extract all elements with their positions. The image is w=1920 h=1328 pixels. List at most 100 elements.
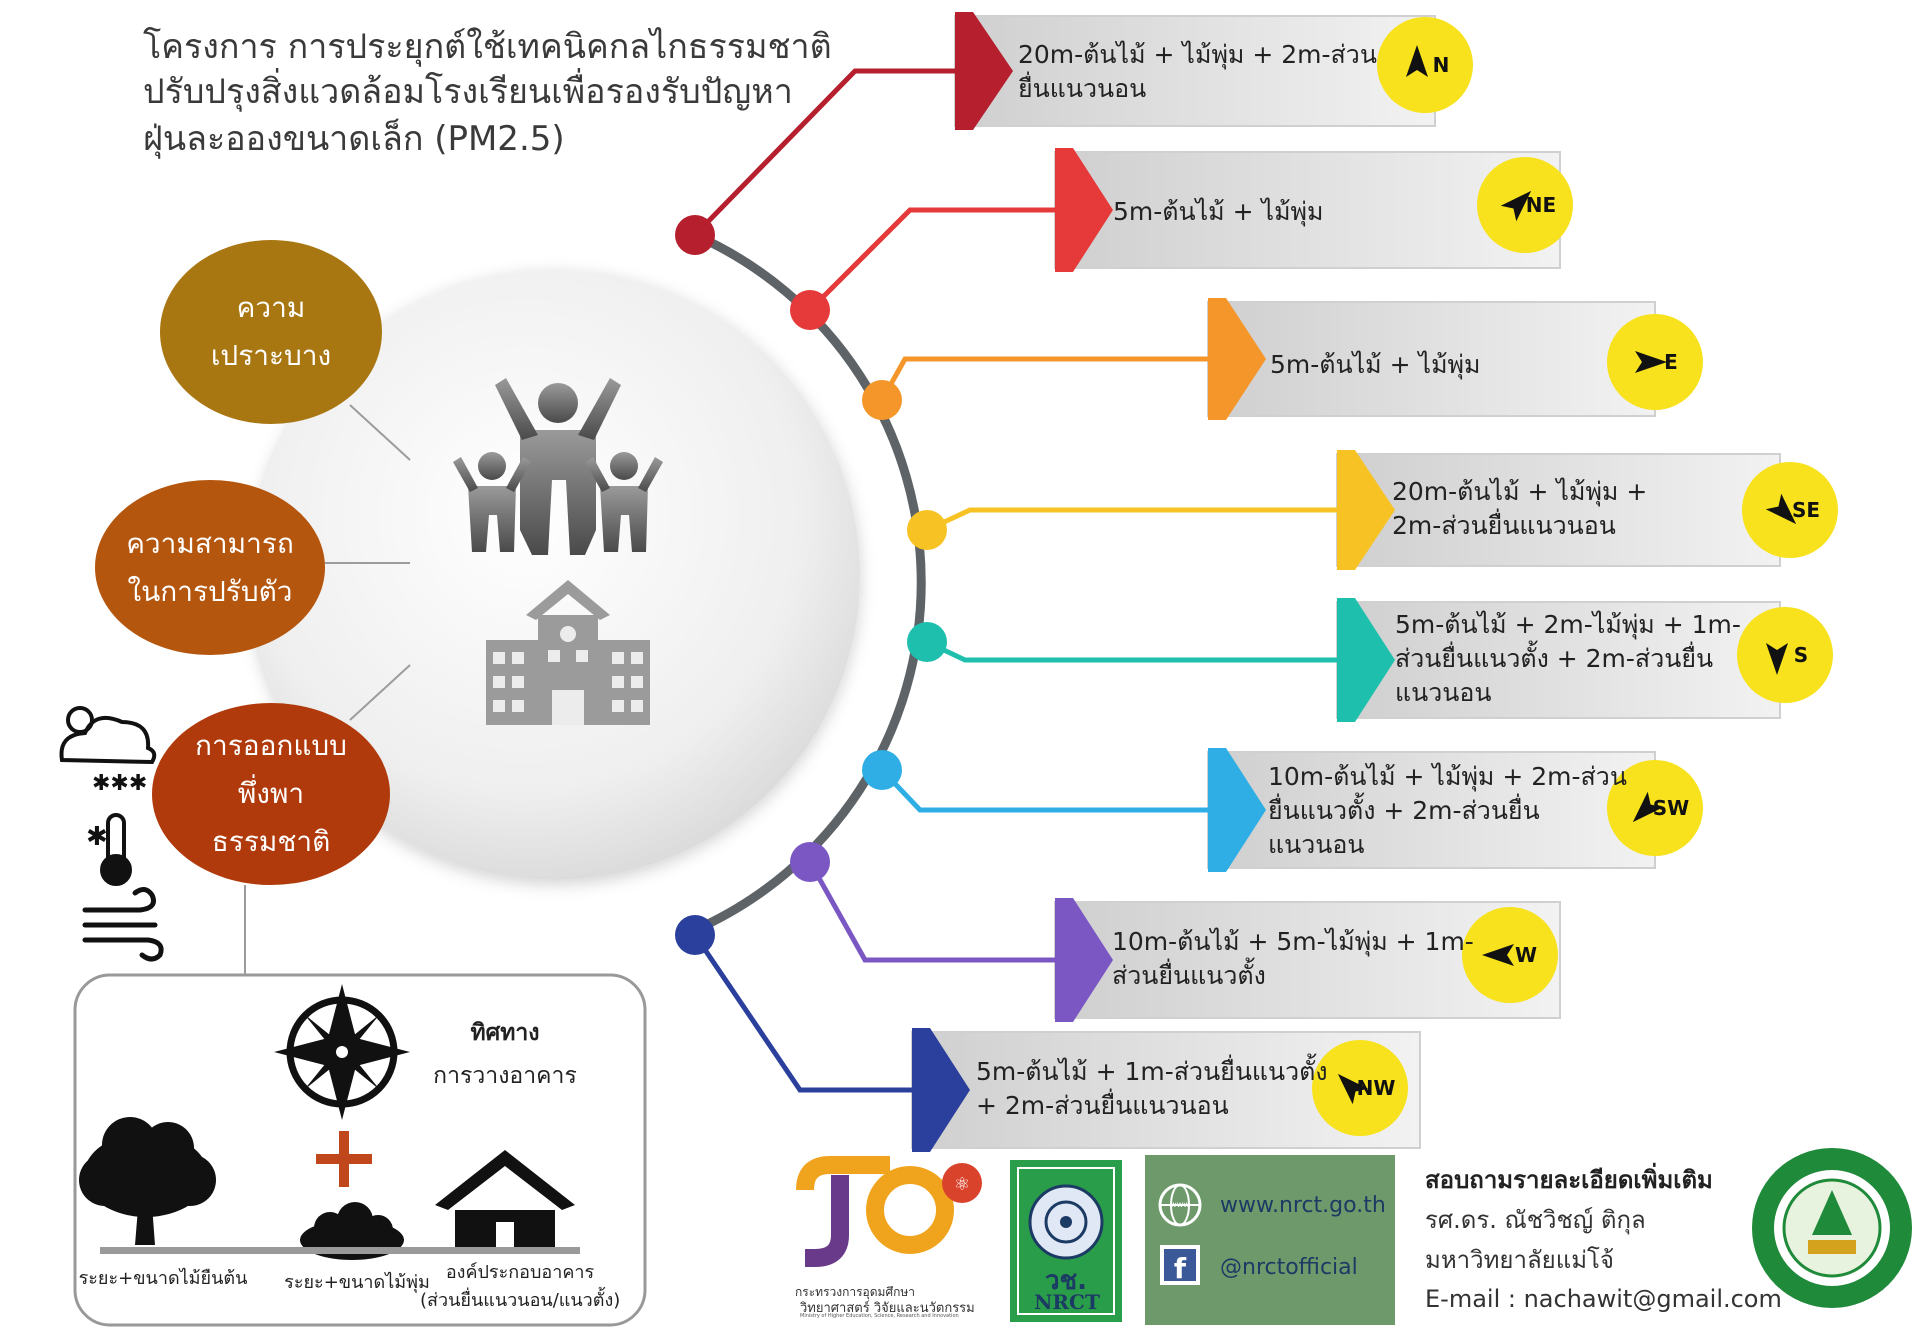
direction-arrow-shape bbox=[1500, 190, 1532, 222]
branch-text-line: 20m-ต้นไม้ + ไม้พุ่ม + 2m-ส่วน bbox=[1018, 40, 1377, 69]
title-line-1: โครงการ การประยุกต์ใช้เทคนิคกลไกธรรมชาติ bbox=[143, 27, 832, 67]
direction-label: SE bbox=[1792, 498, 1820, 522]
direction-arrow-shape bbox=[1766, 643, 1788, 675]
branch-node bbox=[675, 915, 715, 955]
nrct-website-link[interactable]: www.nrct.go.th bbox=[1220, 1193, 1386, 1218]
central-circle bbox=[250, 270, 860, 880]
ministry-name-en: Ministry of Higher Education, Science, R… bbox=[800, 1313, 959, 1319]
branch-text-line: ส่วนยื่นแนวตั้ง + 2m-ส่วนยื่น bbox=[1395, 644, 1714, 673]
concept-label-line: ในการปรับตัว bbox=[127, 574, 293, 608]
nrct-facebook-link[interactable]: @nrctofficial bbox=[1220, 1255, 1358, 1280]
branch-arrow-tab bbox=[1055, 898, 1113, 1022]
branch-text-line: 5m-ต้นไม้ + 1m-ส่วนยื่นแนวตั้ง bbox=[976, 1057, 1328, 1086]
branch-node bbox=[790, 290, 830, 330]
people-icon bbox=[453, 378, 663, 555]
plus-icon bbox=[316, 1131, 372, 1187]
direction-arrow-icon bbox=[1482, 944, 1514, 966]
title-line-2: ปรับปรุงสิ่งแวดล้อมโรงเรียนเพื่อรองรับปั… bbox=[143, 72, 793, 112]
www-globe-icon bbox=[1158, 1183, 1202, 1227]
branches-group: N NE E SE S SW W NW bbox=[675, 12, 1838, 1152]
house-icon bbox=[435, 1150, 575, 1252]
branch-connector bbox=[693, 68, 955, 237]
svg-text:✱✱✱: ✱✱✱ bbox=[92, 771, 147, 796]
direction-arrow-icon bbox=[1406, 45, 1428, 77]
branch-connector bbox=[807, 860, 1055, 963]
compass-disc bbox=[1462, 907, 1558, 1003]
building-orientation-subheading: การวางอาคาร bbox=[433, 1063, 577, 1089]
connector-line bbox=[349, 664, 411, 721]
direction-arrow-icon bbox=[1500, 190, 1532, 222]
branch-node bbox=[907, 510, 947, 550]
direction-label: W bbox=[1515, 943, 1537, 967]
contact-name: รศ.ดร. ณัชวิชญ์ ติกุล bbox=[1425, 1206, 1646, 1234]
branch-connector bbox=[925, 639, 1337, 663]
title-line-3: ฝุ่นละอองขนาดเล็ก (PM2.5) bbox=[143, 119, 565, 159]
concept-label-line: ความสามารถ bbox=[126, 526, 294, 560]
ground-line bbox=[100, 1247, 580, 1254]
branch-text-line: 2m-ส่วนยื่นแนวนอน bbox=[1392, 511, 1616, 540]
concept-label-line: การออกแบบ bbox=[195, 729, 347, 762]
facebook-icon: f bbox=[1160, 1245, 1200, 1285]
direction-arrow-shape bbox=[1632, 791, 1664, 823]
compass-disc bbox=[1477, 157, 1573, 253]
contact-heading: สอบถามรายละเอียดเพิ่มเติม bbox=[1425, 1166, 1713, 1194]
nrct-en-abbrev: NRCT bbox=[1034, 1290, 1100, 1314]
concept-adaptive-capacity: ความสามารถ ในการปรับตัว bbox=[95, 480, 325, 655]
branch-node bbox=[862, 380, 902, 420]
direction-arrow-icon bbox=[1635, 351, 1667, 373]
branch-arrow-tab bbox=[1208, 298, 1266, 420]
concept-label-line: เปราะบาง bbox=[210, 339, 332, 372]
direction-arrow-icon bbox=[1632, 791, 1664, 823]
branch-arrow-tab bbox=[1337, 598, 1395, 722]
concept-label-line: ธรรมชาติ bbox=[211, 825, 331, 858]
branch-text-line: 10m-ต้นไม้ + 5m-ไม้พุ่ม + 1m- bbox=[1112, 927, 1474, 956]
branch-connector bbox=[880, 768, 1208, 813]
branch-text-line: แนวนอน bbox=[1395, 678, 1492, 707]
ministry-name-line2: วิทยาศาสตร์ วิจัยและนวัตกรรม bbox=[800, 1301, 975, 1316]
connector-line bbox=[349, 404, 411, 461]
direction-arrow-shape bbox=[1482, 944, 1514, 966]
direction-label: NE bbox=[1526, 193, 1556, 217]
cloud-snow-sun-icon: ✱✱✱ bbox=[59, 706, 157, 796]
contact-email[interactable]: E-mail : nachawit@gmail.com bbox=[1425, 1285, 1782, 1313]
tree-icon bbox=[79, 1117, 216, 1245]
direction-label: NW bbox=[1357, 1076, 1396, 1100]
nrct-social-panel bbox=[1145, 1155, 1395, 1325]
compass-rose-icon bbox=[274, 984, 410, 1120]
branch-text-line: 5m-ต้นไม้ + ไม้พุ่ม bbox=[1113, 197, 1324, 226]
branch-bar bbox=[1054, 151, 1561, 269]
svg-text:⚛: ⚛ bbox=[954, 1174, 970, 1195]
branch-arrow-tab bbox=[1337, 450, 1395, 570]
svg-text:✱: ✱ bbox=[86, 822, 108, 852]
ministry-logo: ⚛ bbox=[796, 1156, 982, 1267]
branch-text-line: 5m-ต้นไม้ + ไม้พุ่ม bbox=[1270, 350, 1481, 379]
branch-node bbox=[907, 622, 947, 662]
branch-connector bbox=[808, 207, 1055, 312]
direction-arrow-icon bbox=[1337, 1073, 1369, 1105]
school-building-icon bbox=[486, 580, 650, 725]
direction-arrow-shape bbox=[1406, 45, 1428, 77]
branch-node bbox=[790, 842, 830, 882]
compass-disc bbox=[1737, 607, 1833, 703]
branch-bar bbox=[1336, 453, 1781, 567]
concept-label-line: ความ bbox=[236, 291, 306, 324]
branch-text-line: + 2m-ส่วนยื่นแนวนอน bbox=[976, 1091, 1229, 1120]
branch-text-line: ยื่นแนวตั้ง + 2m-ส่วนยื่น bbox=[1268, 796, 1540, 825]
direction-label: N bbox=[1433, 53, 1450, 77]
thermometer-icon: ✱ bbox=[86, 813, 132, 886]
direction-label: E bbox=[1664, 350, 1678, 374]
direction-arrow-shape bbox=[1635, 351, 1667, 373]
nrct-thai-abbrev: วช. bbox=[1044, 1266, 1088, 1296]
concept-label-line: พึ่งพา bbox=[237, 777, 305, 810]
branch-connector bbox=[879, 356, 1208, 402]
concept-nature-based-design: การออกแบบ พึ่งพา ธรรมชาติ bbox=[152, 703, 390, 885]
direction-label: SW bbox=[1653, 796, 1689, 820]
branch-arrow-tab bbox=[1208, 748, 1266, 872]
compass-disc bbox=[1377, 17, 1473, 113]
direction-label: S bbox=[1794, 643, 1808, 667]
branch-text-line: ส่วนยื่นแนวตั้ง bbox=[1112, 961, 1266, 990]
branch-text-line: 5m-ต้นไม้ + 2m-ไม้พุ่ม + 1m- bbox=[1395, 610, 1741, 639]
branch-arrow-tab bbox=[912, 1028, 970, 1152]
tree-label: ระยะ+ขนาดไม้ยืนต้น bbox=[78, 1268, 248, 1289]
